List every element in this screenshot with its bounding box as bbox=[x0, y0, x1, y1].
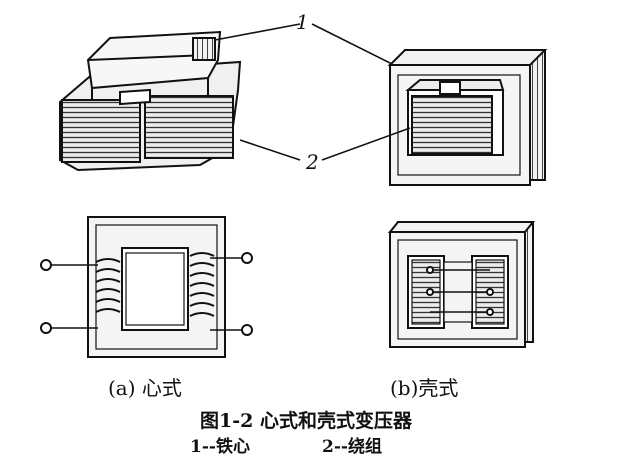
core-type-front-view bbox=[40, 216, 253, 358]
terminal-icon bbox=[40, 259, 52, 271]
left-winding bbox=[61, 99, 141, 163]
callout-1-label: 1 bbox=[296, 10, 309, 34]
shell-type-front-view bbox=[387, 221, 536, 348]
core-type-transformer-3d bbox=[59, 30, 242, 172]
callout-2-label: 2 bbox=[306, 150, 319, 174]
terminal-icon bbox=[241, 252, 253, 264]
figure-title: 图1-2 心式和壳式变压器 bbox=[200, 410, 412, 432]
terminal-icon bbox=[241, 324, 253, 336]
right-coil bbox=[189, 252, 215, 317]
terminal-icon bbox=[40, 322, 52, 334]
shell-type-transformer-3d bbox=[387, 49, 548, 186]
subcaption-b: (b)壳式 bbox=[390, 376, 459, 400]
legend-item-1: 1--铁心 bbox=[190, 437, 250, 457]
left-coil bbox=[95, 258, 121, 313]
callout-leaders bbox=[214, 23, 411, 161]
legend-item-2: 2--绕组 bbox=[322, 437, 382, 457]
subcaption-a: (a) 心式 bbox=[108, 376, 182, 400]
right-winding bbox=[144, 95, 234, 159]
shell-winding bbox=[411, 95, 493, 155]
